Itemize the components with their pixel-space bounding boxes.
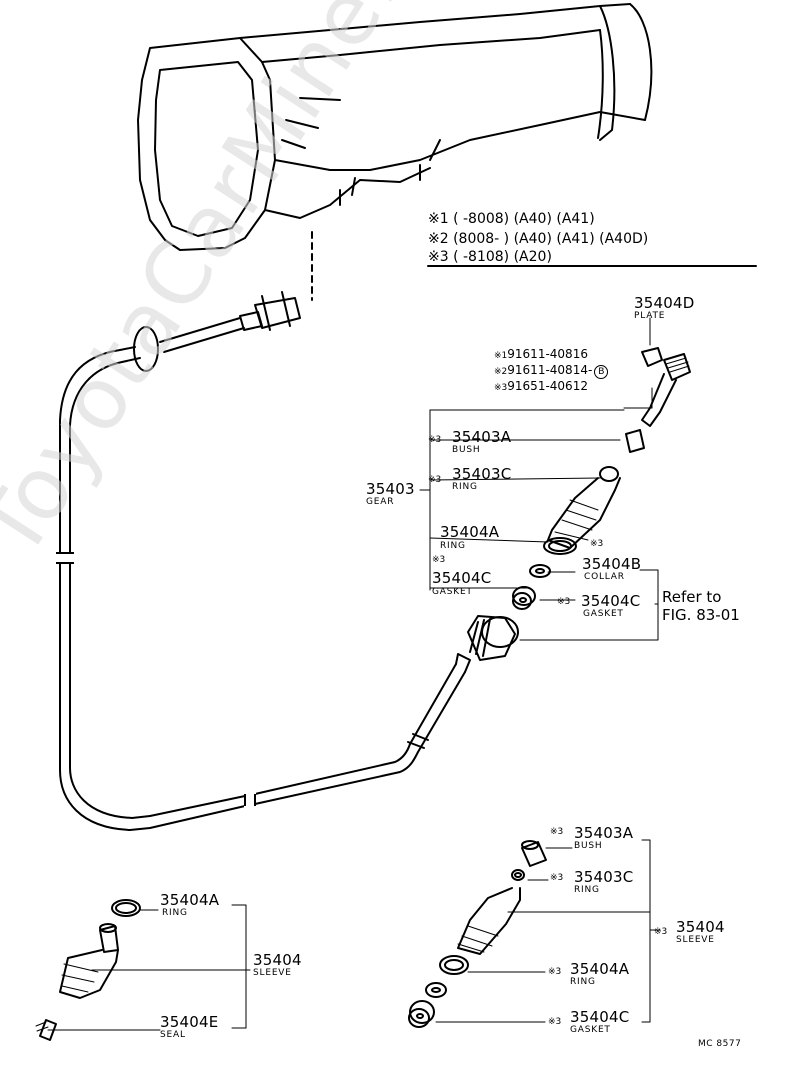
lr-bush-part-number: 35403A	[574, 824, 634, 842]
ring-a-mark-right: ※3	[590, 539, 604, 549]
gasket-right-part-name: GASKET	[583, 609, 624, 619]
lr-bush-mark: ※3	[550, 827, 564, 837]
lower-left-parts	[35, 899, 141, 1041]
legend-row-2: ※2 (8008- ) (A40) (A41) (A40D)	[428, 232, 648, 246]
legend-text: ( -8008) (A40) (A41)	[453, 211, 595, 227]
plate-part-name: PLATE	[634, 311, 666, 321]
bolt-row-3: ※391651-40612	[494, 379, 588, 393]
refer-to-fig-link[interactable]: FIG. 83-01	[662, 606, 740, 624]
bolt-row-2: ※291611-40814-B	[494, 364, 609, 379]
collar-part-number: 35404B	[582, 555, 642, 573]
lr-gasket-part-number: 35404C	[570, 1008, 630, 1026]
ll-ring-part-name: RING	[162, 908, 188, 918]
ll-ring-part-number: 35404A	[160, 891, 220, 909]
upper-leader-lines	[419, 317, 659, 641]
ll-seal-part-name: SEAL	[160, 1030, 186, 1040]
lower-right-parts	[408, 840, 547, 1028]
lr-ring-a-part-number: 35404A	[570, 960, 630, 978]
bush-mark: ※3	[428, 435, 442, 445]
bolt-row-1: ※191611-40816	[494, 347, 588, 361]
lr-gasket-part-name: GASKET	[570, 1025, 611, 1035]
legend-text: ( -8108) (A20)	[453, 249, 552, 265]
lr-ring-a-part-name: RING	[570, 977, 596, 987]
ll-sleeve-part-name: SLEEVE	[253, 968, 292, 978]
lr-sleeve-mark: ※3	[654, 927, 668, 937]
lr-ring-c-mark: ※3	[550, 873, 564, 883]
ring-c-mark: ※3	[428, 475, 442, 485]
transmission-housing	[137, 3, 653, 251]
lr-ring-a-mark: ※3	[548, 967, 562, 977]
legend-mark: ※1	[428, 211, 449, 227]
ring-c-part-number: 35403C	[452, 465, 512, 483]
lr-bush-part-name: BUSH	[574, 841, 603, 851]
gasket-left-part-number: 35404C	[432, 569, 492, 587]
legend-row-1: ※1 ( -8008) (A40) (A41)	[428, 212, 595, 226]
legend-row-3: ※3 ( -8108) (A20)	[428, 250, 552, 264]
gasket-right-part-number: 35404C	[581, 592, 641, 610]
ring-a-part-name: RING	[440, 541, 466, 551]
legend-mark: ※3	[428, 249, 449, 265]
lr-ring-c-part-number: 35403C	[574, 868, 634, 886]
lr-sleeve-part-name: SLEEVE	[676, 935, 715, 945]
figure-code: MC 8577	[698, 1039, 742, 1049]
collar-part-name: COLLAR	[584, 572, 625, 582]
plate-part-number: 35404D	[634, 294, 695, 312]
legend-text: (8008- ) (A40) (A41) (A40D)	[453, 231, 649, 247]
lower-left-leader-lines	[47, 904, 251, 1031]
refer-to-line-1: Refer to	[662, 588, 722, 606]
lr-gasket-mark: ※3	[548, 1017, 562, 1027]
bush-part-number: 35403A	[452, 428, 512, 446]
ll-seal-part-number: 35404E	[160, 1013, 219, 1031]
legend-mark: ※2	[428, 231, 449, 247]
ring-a-part-number: 35404A	[440, 523, 500, 541]
ring-a-mark-left: ※3	[432, 555, 446, 565]
ref-b-circle: B	[594, 365, 609, 379]
gasket-left-part-name: GASKET	[432, 587, 473, 597]
gasket-right-mark: ※3	[557, 597, 571, 607]
ring-c-part-name: RING	[452, 482, 478, 492]
gear-part-number: 35403	[366, 480, 415, 498]
cable-end-upper	[119, 291, 301, 372]
gear-part-name: GEAR	[366, 497, 395, 507]
bush-part-name: BUSH	[452, 445, 481, 455]
ll-sleeve-part-number: 35404	[253, 951, 302, 969]
knurled-nut	[467, 615, 519, 661]
speedometer-cable	[59, 349, 471, 831]
upper-exploded-parts	[512, 347, 691, 610]
lr-ring-c-part-name: RING	[574, 885, 600, 895]
lower-right-leader-lines	[435, 839, 661, 1023]
lr-sleeve-part-number: 35404	[676, 918, 725, 936]
